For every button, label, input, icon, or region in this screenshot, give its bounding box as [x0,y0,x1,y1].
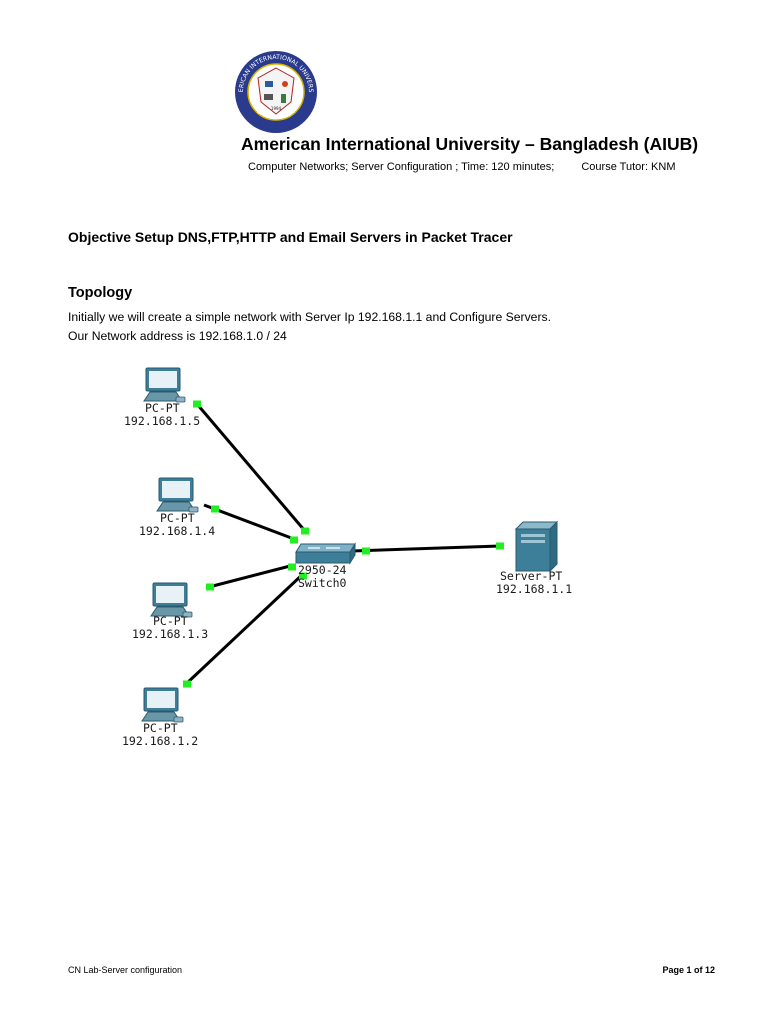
pc-type-label: PC-PT [160,511,195,525]
pc-type-label: PC-PT [145,401,180,415]
svg-text:1994: 1994 [271,106,282,111]
port-dot [183,680,191,688]
university-title: American International University – Bang… [241,134,699,154]
pc-icon[interactable] [156,477,199,513]
footer-page-number: Page 1 of 12 [662,965,715,975]
pc-ip-label: 192.168.1.4 [139,524,215,538]
topology-paragraph-1: Initially we will create a simple networ… [68,310,551,324]
pc-type-label: PC-PT [153,614,188,628]
server-icon[interactable] [514,520,559,573]
objective-heading: Objective Setup DNS,FTP,HTTP and Email S… [68,229,513,245]
link-pc-1-4 [203,503,295,541]
pc-ip-label: 192.168.1.3 [132,627,208,641]
pc-ip-label: 192.168.1.5 [124,414,200,428]
port-dot [206,583,214,591]
course-line: Computer Networks; Server Configuration … [248,161,676,173]
link-pc-1-3 [208,563,295,589]
footer-document-title: CN Lab-Server configuration [68,965,183,975]
pc-icon[interactable] [150,582,193,618]
course-info: Computer Networks; Server Configuration … [248,161,555,173]
link-pc-1-2 [184,572,305,686]
network-links [184,403,501,686]
pc-icon[interactable] [143,367,186,403]
link-pc-1-5 [195,403,307,532]
port-dot [496,542,504,550]
switch-model-label: 2950-24 [298,563,347,577]
switch-name-label: Switch0 [298,576,347,590]
switch-icon[interactable] [295,542,356,565]
port-dot [193,400,201,408]
topology-heading: Topology [68,285,133,301]
port-dot [362,547,370,555]
port-dot [301,527,309,535]
port-dot [290,536,298,544]
port-dot [288,563,296,571]
topology-paragraph-2: Our Network address is 192.168.1.0 / 24 [68,329,287,343]
course-tutor: Course Tutor: KNM [581,161,676,173]
server-type-label: Server-PT [500,569,562,583]
port-dot [211,505,219,513]
pc-icon[interactable] [141,687,184,723]
pc-ip-label: 192.168.1.2 [122,734,198,748]
server-ip-label: 192.168.1.1 [496,582,572,596]
pc-type-label: PC-PT [143,721,178,735]
link-server [351,544,501,553]
university-logo: 1994 AMERICAN INTERNATIONAL UNIVERSITY B… [234,50,317,133]
